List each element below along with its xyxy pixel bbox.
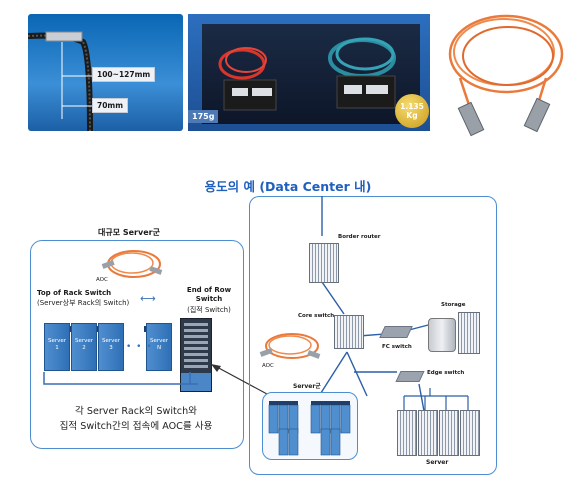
border-router-label: Border router [338,234,381,240]
cable-weight-photo: 175g 1.135 Kg [188,14,430,131]
server-label: Server [426,459,449,466]
server-tower-1 [397,410,417,456]
weight-large-badge: 1.135 Kg [395,94,429,128]
right-panel [249,196,497,475]
dac-length-label: 100~127mm [92,67,156,82]
edge-switch-icon [395,371,425,382]
cable-showcase [202,24,420,124]
eor-title: End of Row Switch [186,286,232,303]
eor-subtitle: (집적 Switch) [187,306,231,314]
server-rack-3-num: 3 [109,345,113,351]
server-rack-n-name: Server [149,338,169,344]
left-panel-heading: 대규모 Server군 [98,228,160,237]
server-rack-n: Server N [146,323,172,371]
caption-line-1: 각 Server Rack의 Switch와 [75,406,197,417]
core-switch-icon [334,315,364,349]
tor-title: Top of Rack Switch [37,289,112,297]
server-group-label: Server군 [293,383,321,390]
server-rack-3-name: Server [101,338,121,344]
pointer-arrow [211,364,268,395]
core-switch-label: Core switch [298,313,335,319]
aoc-label-right: AOC [262,363,274,369]
left-panel [30,240,244,449]
server-rack-2-num: 2 [82,345,86,351]
fc-switch-label: FC switch [382,344,412,350]
server-rack-1-name: Server [47,338,67,344]
diagram-title: 용도의 예 (Data Center 내) [204,179,372,194]
server-rack-2-name: Server [74,338,94,344]
server-tower-3 [439,410,459,456]
aoc-cable-photo [442,8,564,146]
edge-switch-label: Edge switch [427,370,465,376]
aoc-cable-icon-right [259,333,321,359]
ellipsis-dots: • • • [126,342,153,352]
connection-bracket [43,372,198,385]
aoc-cable-icon [101,250,163,278]
server-rack-1: Server 1 [44,323,70,371]
dac-short-label: 70mm [92,98,129,113]
tor-subtitle: (Server상부 Rack의 Switch) [37,299,130,307]
caption-line-2: 집적 Switch간의 접속에 AOC를 사용 [59,421,213,432]
storage-rack-icon [458,312,480,354]
server-tower-4 [460,410,480,456]
weight-small-badge: 175g [188,110,219,123]
eor-switch-rack [180,318,212,392]
fc-switch-icon [379,326,413,338]
server-tower-2 [418,410,438,456]
dac-cable-photo: 100~127mm 70mm [28,14,183,131]
double-arrow-icon: ⟷ [140,292,156,305]
server-rack-2: Server 2 [71,323,97,371]
server-group-box [262,392,358,460]
aoc-label-left: AOC [96,277,108,283]
server-tree-links [403,388,469,410]
border-router-icon [309,243,339,283]
storage-icon [428,318,456,352]
server-rack-n-num: N [156,345,162,351]
server-rack-1-num: 1 [55,345,59,351]
storage-label: Storage [441,302,466,308]
server-rack-3: Server 3 [98,323,124,371]
